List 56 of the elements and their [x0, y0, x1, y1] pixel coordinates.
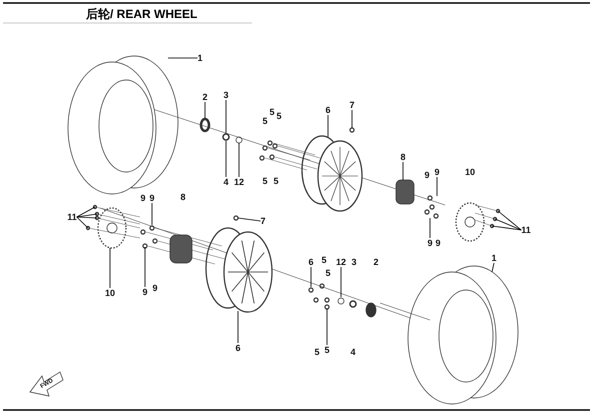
callout-number: 5	[314, 347, 320, 357]
callout-number: 5	[270, 107, 274, 117]
leader-line	[498, 210, 522, 230]
leader-line	[204, 102, 206, 118]
title: 后轮/ REAR WHEEL	[86, 6, 198, 23]
callout-number: 5	[262, 176, 268, 186]
leader-line	[76, 216, 98, 218]
leader-line	[310, 266, 312, 288]
callout-number: 3	[224, 90, 228, 100]
leader-line	[144, 246, 146, 288]
callout-number: 9	[150, 193, 154, 203]
callout-number: 11	[521, 225, 531, 235]
callout-number: 9	[142, 287, 148, 297]
callout-number: 5	[262, 116, 268, 126]
callout-number: 9	[140, 193, 146, 203]
callout-number: 7	[350, 100, 354, 110]
leader-line	[492, 226, 522, 230]
callout-number: 4	[350, 347, 356, 357]
callout-number: 5	[326, 268, 330, 278]
callout-number: 9	[424, 170, 430, 180]
callout-number: 6	[236, 343, 240, 353]
leader-line	[340, 266, 342, 298]
leader-line	[76, 206, 96, 218]
callout-number: 9	[152, 283, 158, 293]
callout-number: 8	[180, 192, 186, 202]
leader-line	[492, 262, 494, 272]
callout-number: 5	[322, 255, 326, 265]
leader-line	[76, 214, 98, 218]
callout-number: 5	[274, 176, 278, 186]
callout-number: 2	[374, 257, 378, 267]
callout-number: 10	[465, 167, 475, 177]
leader-line	[76, 216, 88, 228]
callout-number: 12	[336, 257, 346, 267]
callout-number: 9	[436, 238, 440, 248]
callout-number: 10	[105, 288, 115, 298]
callout-number: 6	[326, 105, 330, 115]
callout-number: 2	[202, 92, 208, 102]
callout-number: 1	[492, 253, 496, 263]
callout-number: 1	[198, 53, 202, 63]
leader-line	[238, 142, 240, 178]
callout-number: 12	[234, 177, 244, 187]
callout-number: 9	[434, 167, 440, 177]
callout-number: 5	[324, 345, 330, 355]
callout-number: 8	[400, 152, 406, 162]
callout-number: 9	[428, 238, 432, 248]
leader-line	[436, 176, 438, 196]
callout-number: 6	[308, 257, 314, 267]
leader-line	[402, 162, 404, 180]
callout-number: 4	[224, 177, 228, 187]
callout-number: 11	[67, 212, 77, 222]
callout-number: 5	[276, 111, 282, 121]
leader-line	[326, 308, 328, 346]
callout-number: 7	[260, 216, 266, 226]
callout-number: 3	[352, 257, 356, 267]
leader-line	[238, 218, 261, 222]
leader-line	[494, 218, 522, 230]
